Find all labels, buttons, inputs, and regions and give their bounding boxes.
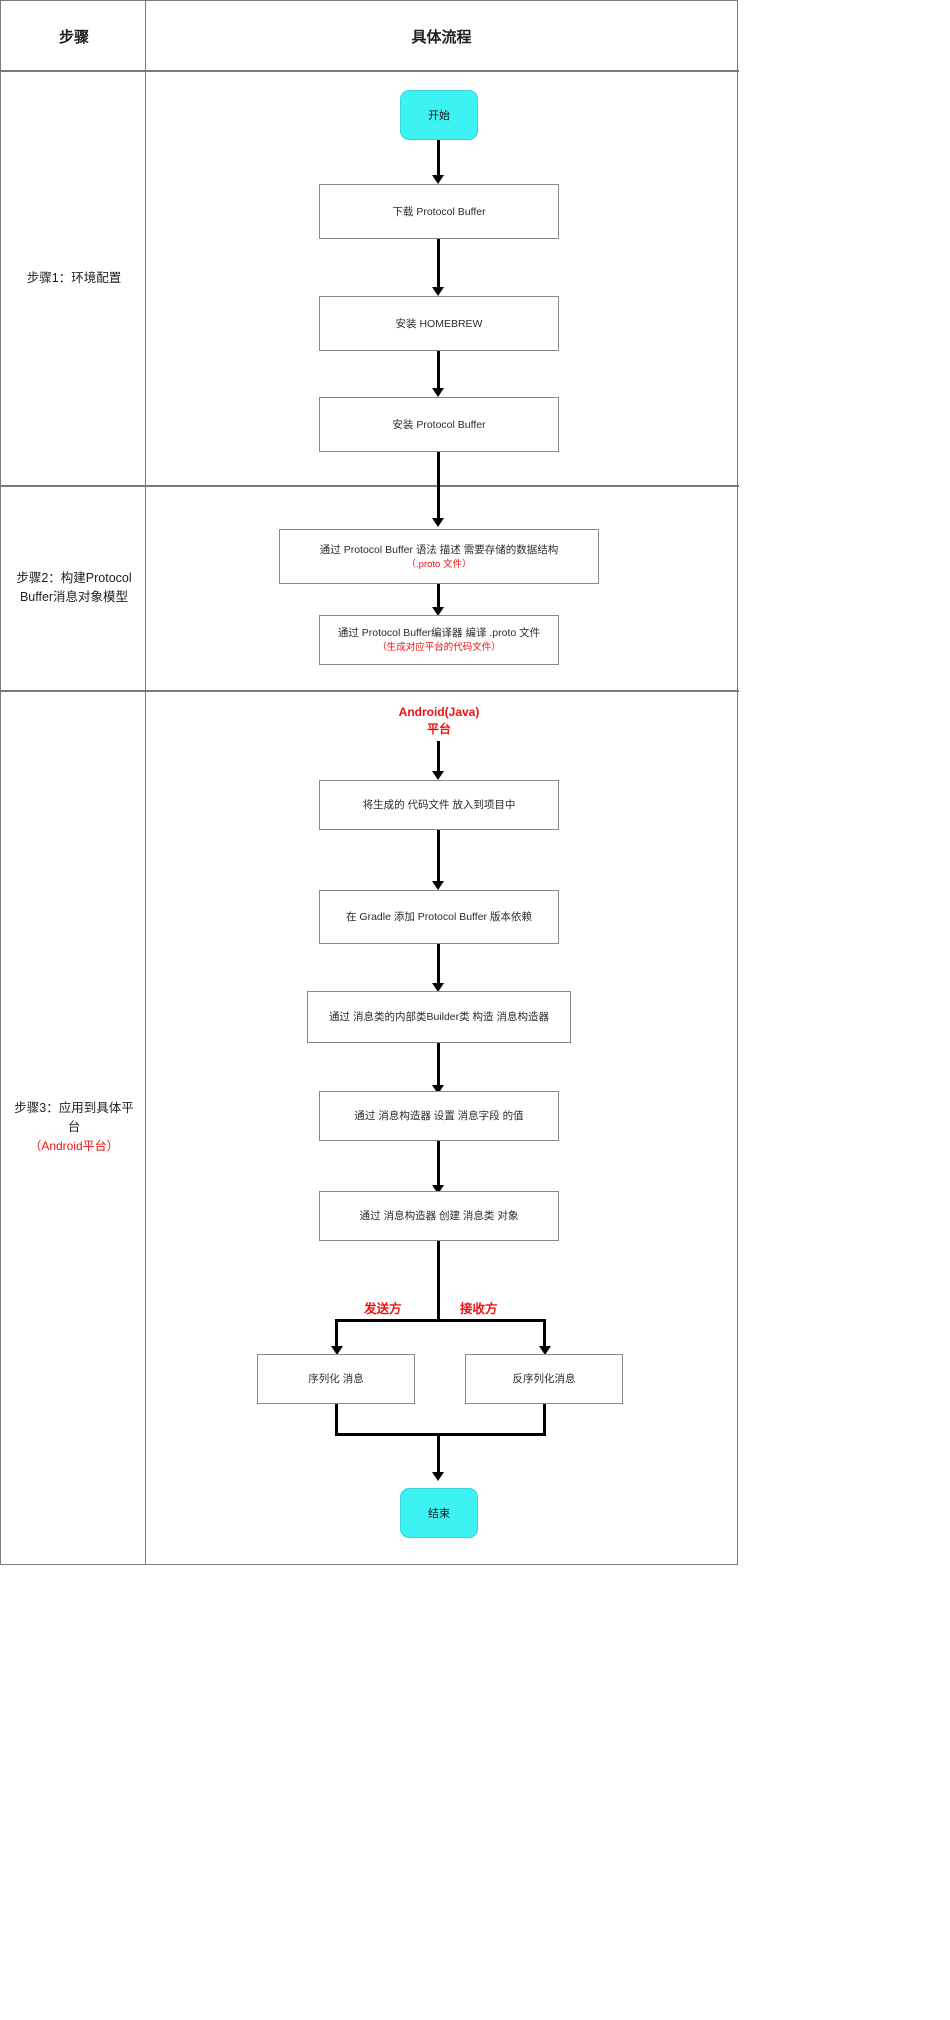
platform-label-line1: Android(Java)	[398, 705, 480, 719]
section1-divider	[1, 485, 739, 487]
node-end: 结束	[400, 1488, 478, 1538]
step-label-3: 步骤3：应用到具体平 台 （Android平台）	[3, 691, 145, 1564]
node-start: 开始	[400, 90, 478, 140]
node-describe-main: 通过 Protocol Buffer 语法 描述 需要存储的数据结构	[319, 543, 559, 556]
connector-start-to-n1	[437, 140, 440, 178]
connector-right-merge	[543, 1404, 546, 1435]
arrowhead-n3-to-n4	[432, 518, 444, 527]
flowchart-table: 步骤 具体流程 步骤1：环境配置 步骤2：构建Protocol Buffer消息…	[0, 0, 739, 1565]
node-create-message-object: 通过 消息构造器 创建 消息类 对象	[319, 1191, 559, 1241]
node-compile-proto: 通过 Protocol Buffer编译器 编译 .proto 文件 （生成对应…	[319, 615, 559, 665]
header-flow-column: 具体流程	[411, 29, 472, 46]
step-label-2: 步骤2：构建Protocol Buffer消息对象模型	[3, 486, 145, 690]
connector-n3-to-n4	[437, 452, 440, 520]
node-builder-construct: 通过 消息类的内部类Builder类 构造 消息构造器	[307, 991, 571, 1043]
connector-n10-to-branch	[437, 1241, 440, 1319]
node-install-homebrew: 安装 HOMEBREW	[319, 296, 559, 351]
connector-n4-to-n5	[437, 584, 440, 610]
arrowhead-n6-to-n7	[432, 881, 444, 890]
node-download-protobuf: 下载 Protocol Buffer	[319, 184, 559, 239]
branch-merge-bar	[335, 1433, 546, 1436]
connector-merge-to-end	[437, 1433, 440, 1475]
node-compile-main: 通过 Protocol Buffer编译器 编译 .proto 文件	[337, 627, 541, 639]
step-label-3-platform: （Android平台）	[29, 1139, 119, 1153]
arrowhead-merge-to-end	[432, 1472, 444, 1481]
arrowhead-n9-to-n10	[432, 1185, 444, 1194]
arrowhead-n7-to-n8	[432, 983, 444, 992]
node-install-protobuf: 安装 Protocol Buffer	[319, 397, 559, 452]
node-describe-sub: （.proto 文件）	[406, 558, 472, 570]
step-label-3-line1: 步骤3：应用到具体平	[14, 1101, 134, 1115]
header-step-column: 步骤	[58, 29, 89, 46]
connector-platform-to-n6	[437, 741, 440, 774]
connector-n2-to-n3	[437, 351, 440, 390]
connector-n8-to-n9	[437, 1043, 440, 1088]
connector-branch-left	[335, 1319, 338, 1350]
node-compile-sub: （生成对应平台的代码文件）	[377, 642, 501, 653]
arrowhead-branch-left	[331, 1346, 343, 1355]
arrowhead-n8-to-n9	[432, 1085, 444, 1094]
arrowhead-branch-right	[539, 1346, 551, 1355]
connector-n6-to-n7	[437, 830, 440, 883]
step-label-1-text: 步骤1：环境配置	[26, 270, 122, 285]
arrowhead-n1-to-n2	[432, 287, 444, 296]
branch-label-receiver: 接收方	[460, 1302, 498, 1316]
column-divider	[145, 1, 146, 1564]
connector-n9-to-n10	[437, 1141, 440, 1188]
platform-label-android: Android(Java) 平台	[387, 704, 491, 738]
section2-divider	[1, 690, 739, 692]
step-label-2-line2: Buffer消息对象模型	[19, 590, 129, 604]
platform-label-line2: 平台	[426, 722, 451, 736]
node-serialize-message: 序列化 消息	[257, 1354, 415, 1404]
connector-n7-to-n8	[437, 944, 440, 986]
connector-n1-to-n2	[437, 239, 440, 289]
connector-branch-right	[543, 1319, 546, 1350]
node-add-generated-code: 将生成的 代码文件 放入到项目中	[319, 780, 559, 830]
arrowhead-platform-to-n6	[432, 771, 444, 780]
node-deserialize-message: 反序列化消息	[465, 1354, 623, 1404]
step-label-2-line1: 步骤2：构建Protocol	[16, 571, 132, 585]
node-gradle-dependency: 在 Gradle 添加 Protocol Buffer 版本依赖	[319, 890, 559, 944]
node-set-message-fields: 通过 消息构造器 设置 消息字段 的值	[319, 1091, 559, 1141]
arrowhead-start-to-n1	[432, 175, 444, 184]
arrowhead-n2-to-n3	[432, 388, 444, 397]
arrowhead-n4-to-n5	[432, 607, 444, 616]
header-divider	[1, 70, 739, 72]
branch-split-bar	[335, 1319, 546, 1322]
step-label-1: 步骤1：环境配置	[3, 71, 145, 485]
connector-left-merge	[335, 1404, 338, 1435]
branch-label-sender: 发送方	[364, 1302, 402, 1316]
node-describe-data-structure: 通过 Protocol Buffer 语法 描述 需要存储的数据结构 （.pro…	[279, 529, 599, 584]
step-label-3-line2: 台	[67, 1120, 81, 1134]
